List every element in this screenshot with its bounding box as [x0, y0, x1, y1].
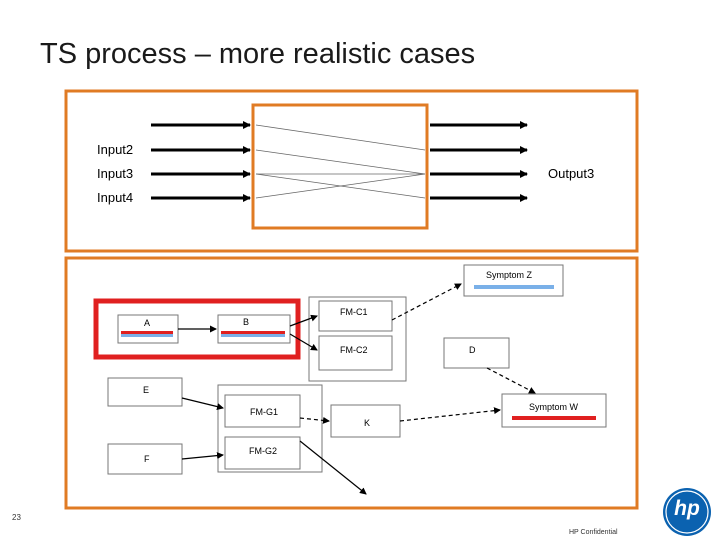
- symptom-w-box: [501, 393, 607, 428]
- dashed-arrow-fmg1-k: [299, 416, 330, 424]
- fm-g1-label: FM-G1: [250, 407, 278, 417]
- input2-label: Input2: [97, 142, 134, 157]
- mapping-line: [255, 124, 426, 151]
- input3-label: Input3: [97, 166, 134, 181]
- hp-logo: [663, 488, 711, 536]
- confidential-label: HP Confidential: [569, 529, 618, 536]
- symptom-z-box: [463, 264, 564, 297]
- node-a-box: [117, 314, 179, 344]
- symptom-w-bar: [512, 416, 596, 420]
- fm-c2-box: [318, 335, 393, 371]
- node-e-label: E: [143, 385, 150, 395]
- output3-label: Output3: [548, 166, 595, 181]
- node-k-label: K: [364, 418, 371, 428]
- node-e-box: [107, 377, 183, 407]
- dashed-arrow-d-symptomw: [486, 367, 536, 394]
- node-b-bar-blue: [221, 334, 285, 337]
- node-a-bar-red: [121, 331, 173, 334]
- node-f-label: F: [144, 454, 150, 464]
- fm-g1-box: [224, 394, 301, 428]
- node-f-box: [107, 443, 183, 475]
- symptom-w-label: Symptom W: [529, 402, 579, 412]
- node-d-label: D: [469, 345, 476, 355]
- node-b-bar-red: [221, 331, 285, 334]
- fm-c2-label: FM-C2: [340, 345, 368, 355]
- mapping-line: [255, 173, 426, 199]
- bottom-panel: [64, 256, 639, 510]
- arrow-f-fmg2: [181, 452, 224, 460]
- node-a-bar-blue: [121, 334, 173, 337]
- fm-c1-label: FM-C1: [340, 307, 368, 317]
- input4-label: Input4: [97, 190, 134, 205]
- arrow-fmg-k: [299, 440, 367, 495]
- node-k-box: [330, 404, 401, 438]
- mapping-line: [255, 149, 426, 175]
- node-d-box: [443, 337, 510, 369]
- top-panel: [64, 89, 639, 253]
- hp-logo-text: hp: [674, 497, 700, 520]
- top-inner-box: [251, 103, 429, 230]
- slide-title: TS process – more realistic cases: [40, 38, 476, 70]
- node-b-label: B: [243, 317, 250, 327]
- arrow-e-fmg1: [181, 397, 224, 410]
- dashed-arrow-fmc-symptomz: [391, 283, 462, 321]
- fm-g2-box: [224, 436, 301, 470]
- dashed-arrow-k-symptomw: [399, 407, 501, 422]
- highlight-box: [93, 298, 301, 360]
- fm-c1-box: [318, 300, 393, 332]
- node-a-label: A: [144, 318, 151, 328]
- fm-g2-label: FM-G2: [249, 446, 277, 456]
- node-b-box: [217, 314, 291, 344]
- arrow-b-fmc1: [289, 314, 318, 327]
- symptom-z-label: Symptom Z: [486, 270, 533, 280]
- symptom-z-bar: [474, 285, 554, 289]
- arrow-b-fmc2: [289, 333, 318, 351]
- page-number: 23: [12, 513, 21, 522]
